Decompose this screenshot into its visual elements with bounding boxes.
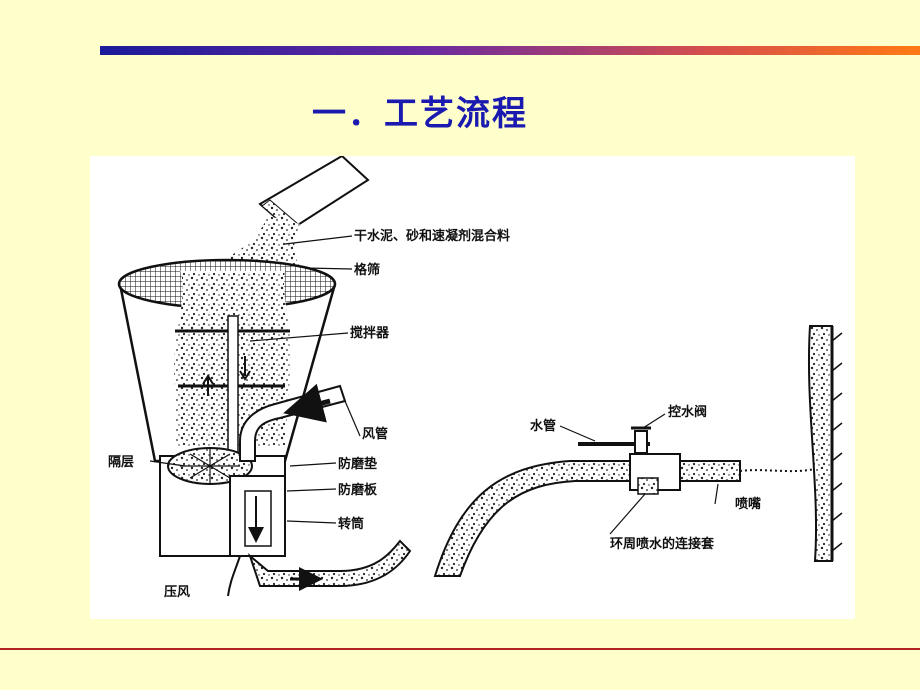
rotor-drum bbox=[159, 447, 286, 557]
label-partition: 隔层 bbox=[108, 454, 134, 470]
label-dry-mix: 干水泥、砂和速凝剂混合料 bbox=[354, 228, 510, 244]
rock-wall bbox=[807, 325, 843, 562]
bottom-divider bbox=[0, 648, 920, 650]
stir-arrow-icon bbox=[239, 356, 251, 381]
label-water-pipe: 水管 bbox=[530, 418, 556, 434]
output-hose bbox=[247, 539, 412, 587]
spray-stream bbox=[739, 468, 816, 473]
label-ring-sleeve: 环周喷水的连接套 bbox=[610, 536, 715, 552]
diagram-svg: 干水泥、砂和速凝剂混合料 格筛 搅拌器 风管 隔层 防磨垫 防磨板 转筒 压风 … bbox=[108, 156, 843, 600]
label-wear-plate: 防磨板 bbox=[338, 482, 378, 498]
label-rotor: 转筒 bbox=[338, 516, 364, 532]
falling-material bbox=[210, 216, 300, 266]
label-wear-pad: 防磨垫 bbox=[338, 456, 377, 472]
air-inlet-line bbox=[227, 555, 241, 597]
stir-arrow-icon-2 bbox=[202, 374, 214, 396]
label-air-pipe: 风管 bbox=[362, 426, 388, 442]
leader-lines bbox=[149, 235, 719, 535]
hopper bbox=[117, 258, 337, 463]
label-stirrer: 搅拌器 bbox=[350, 325, 390, 341]
label-water-valve: 控水阀 bbox=[668, 404, 707, 420]
label-screen: 格筛 bbox=[354, 262, 380, 278]
air-pipe bbox=[239, 383, 347, 462]
label-nozzle: 喷嘴 bbox=[735, 496, 761, 512]
shotcrete-process-diagram: 干水泥、砂和速凝剂混合料 格筛 搅拌器 风管 隔层 防磨垫 防磨板 转筒 压风 … bbox=[90, 156, 855, 619]
slide-title: 一．工艺流程 bbox=[312, 94, 528, 134]
water-valve bbox=[634, 430, 648, 454]
nozzle-assembly bbox=[433, 426, 816, 577]
label-compressed-air: 压风 bbox=[164, 585, 190, 600]
top-gradient-bar bbox=[100, 46, 920, 55]
